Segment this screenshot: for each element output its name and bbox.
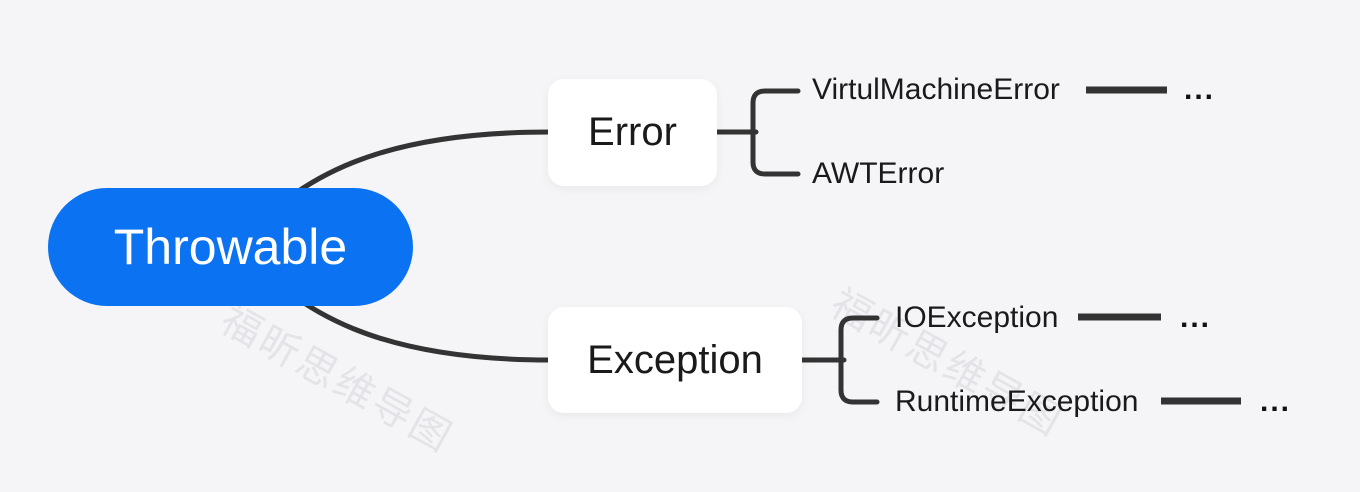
topic-error[interactable]: Error	[548, 79, 717, 186]
subtopic-runtimeexception[interactable]: RuntimeException	[895, 385, 1139, 418]
collapsed-subtopic-ellipsis[interactable]: ...	[1184, 73, 1216, 106]
topic-exception[interactable]: Exception	[548, 307, 802, 413]
connector-exception-bracket	[838, 315, 880, 405]
subtopic-virtulmachineerror[interactable]: VirtulMachineError	[812, 73, 1060, 106]
root-topic-label: Throwable	[113, 219, 348, 275]
collapsed-subtopic-ellipsis[interactable]: ...	[1180, 301, 1212, 334]
topic-exception-label: Exception	[587, 337, 763, 382]
connector-error-bracket	[750, 88, 801, 177]
collapsed-subtopic-ellipsis[interactable]: ...	[1260, 385, 1292, 418]
topic-error-label: Error	[588, 110, 677, 154]
subtopic-ioexception[interactable]: IOException	[895, 301, 1059, 334]
subtopic-awterror[interactable]: AWTError	[812, 157, 945, 190]
root-topic-throwable[interactable]: Throwable	[48, 188, 413, 306]
